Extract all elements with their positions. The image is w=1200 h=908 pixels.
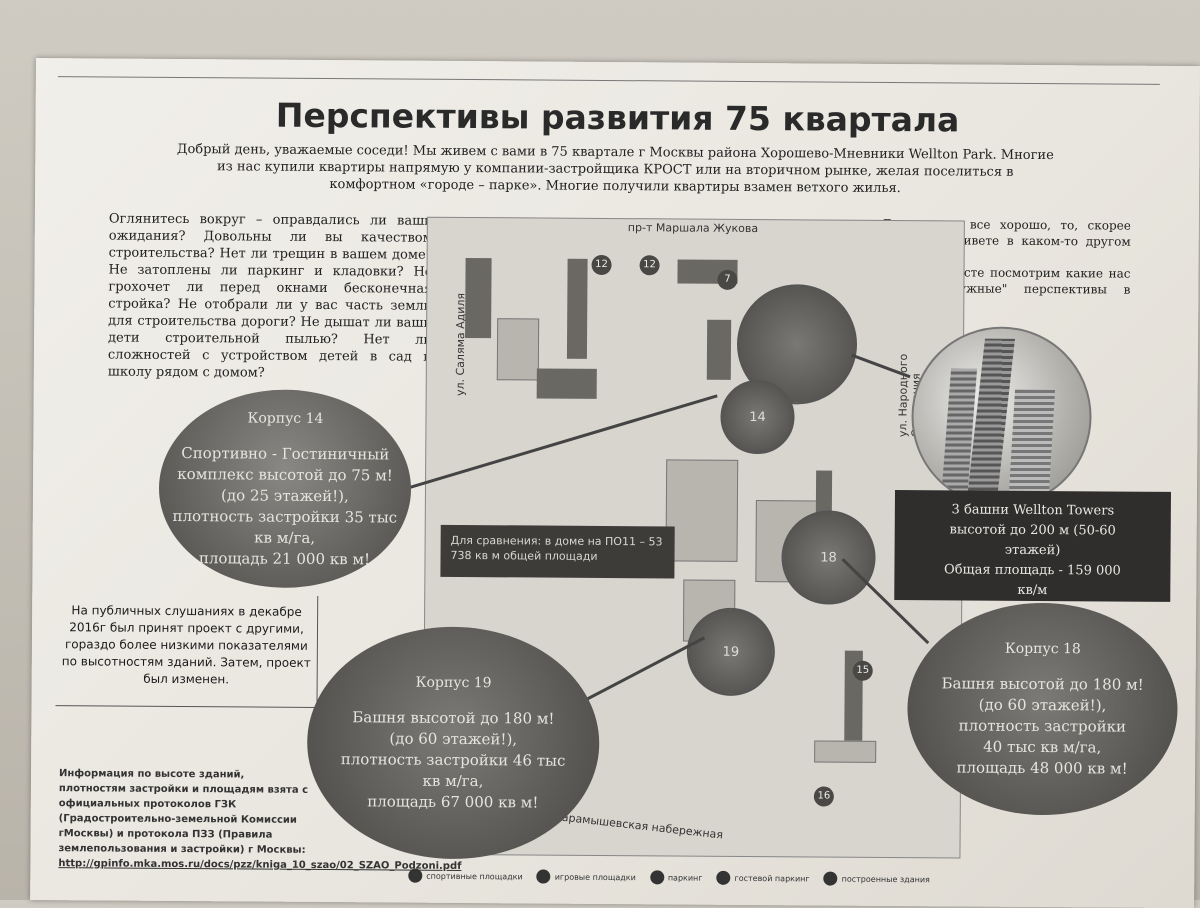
sports-icon <box>408 868 423 883</box>
tower-shape <box>1007 388 1056 508</box>
corpus-14-line: площадь 21 000 кв м! <box>198 548 371 568</box>
tower-shape <box>965 338 1015 508</box>
map-pin: 7 <box>717 269 738 290</box>
street-bottom-label: Карамышевская набережная <box>553 809 724 842</box>
building <box>496 318 540 381</box>
corpus-19-heading: Корпус 19 <box>415 674 492 692</box>
corpus-18-line: 40 тыс кв м/га, <box>983 737 1102 757</box>
corpus-18-line: площадь 48 000 кв м! <box>956 758 1128 778</box>
corpus-18-line: Башня высотой до 180 м! <box>941 674 1144 694</box>
legend-item: спортивные площадки <box>408 868 523 884</box>
corpus-18-heading: Корпус 18 <box>1004 640 1081 658</box>
corpus-18-line: плотность застройки <box>958 716 1127 736</box>
source-info: Информация по высоте зданий, плотностям … <box>58 766 462 873</box>
corpus-19-line: (до 60 этажей!), <box>389 729 518 749</box>
corpus-18-marker: 18 <box>781 510 876 605</box>
hearings-note: На публичных слушаниях в декабре 2016г б… <box>55 594 319 708</box>
corpus-19-line: плотность застройки 46 тыс <box>340 750 566 770</box>
building <box>566 258 588 359</box>
towers-line: этажей) <box>1004 542 1061 559</box>
building-icon <box>823 871 838 886</box>
page-title: Перспективы развития 75 квартала <box>275 95 960 140</box>
corpus-14-marker: 14 <box>720 379 795 455</box>
legend-label: игровые площадки <box>554 872 636 882</box>
towers-line: Общая площадь - 159 000 <box>944 562 1121 579</box>
building <box>536 368 597 399</box>
building <box>706 319 732 380</box>
corpus-14-line: Спортивно - Гостиничный <box>181 443 390 463</box>
legend-item: гостевой паркинг <box>716 870 810 886</box>
corpus-14-line: (до 25 этажей!), <box>221 485 349 505</box>
street-top-label: пр-т Маршала Жукова <box>627 221 759 236</box>
corpus-19-line: кв м/га, <box>422 771 484 791</box>
towers-line: кв/м <box>1017 582 1048 599</box>
building <box>465 258 492 339</box>
towers-info-box: 3 башни Wellton Towers высотой до 200 м … <box>894 490 1171 602</box>
corpus-18-callout: Корпус 18 Башня высотой до 180 м! (до 60… <box>906 602 1179 816</box>
source-text: Информация по высоте зданий, плотностям … <box>58 768 309 856</box>
legend-label: спортивные площадки <box>426 871 523 881</box>
legend-item: паркинг <box>649 870 703 885</box>
corpus-14-line: кв м/га, <box>254 528 316 547</box>
intro-paragraph: Добрый день, уважаемые соседи! Мы живем … <box>176 141 1054 197</box>
corpus-14-heading: Корпус 14 <box>247 409 324 427</box>
map-pin: 12 <box>639 255 660 276</box>
corpus-19-line: площадь 67 000 кв м! <box>367 792 539 812</box>
legend-item: игровые площадки <box>536 869 636 885</box>
legend-label: гостевой паркинг <box>734 873 810 883</box>
legend-label: построенные здания <box>841 874 930 884</box>
source-url[interactable]: http://gpinfo.mka.mos.ru/docs/pzz/kniga_… <box>58 858 462 872</box>
corpus-14-line: плотность застройки 35 тыс <box>172 506 398 527</box>
corpus-19-marker: 19 <box>686 607 776 697</box>
towers-line: высотой до 200 м (50-60 <box>949 522 1116 539</box>
map-legend: спортивные площадки игровые площадки пар… <box>408 868 968 887</box>
sports-field <box>665 459 739 562</box>
corpus-19-line: Башня высотой до 180 м! <box>352 708 555 728</box>
corpus-18-line: (до 60 этажей!), <box>978 695 1107 715</box>
legend-label: паркинг <box>667 872 703 883</box>
building <box>814 740 877 763</box>
corpus-14-line: комплекс высотой до 75 м! <box>177 464 393 485</box>
map-pin: 12 <box>591 254 612 276</box>
legend-item: построенные здания <box>823 871 930 887</box>
map-pin: 16 <box>813 786 834 807</box>
map-pin: 15 <box>852 660 873 681</box>
questions-paragraph: Оглянитесь вокруг – оправдались ли ваши … <box>107 211 433 381</box>
playground-icon <box>536 869 551 884</box>
flyer-sheet: Перспективы развития 75 квартала Добрый … <box>30 58 1200 908</box>
towers-line: 3 башни Wellton Towers <box>951 502 1115 519</box>
comparison-box: Для сравнения: в доме на ПО11 – 53 738 к… <box>440 524 675 579</box>
corpus-19-callout: Корпус 19 Башня высотой до 180 м! (до 60… <box>306 625 601 860</box>
towers-photo <box>910 326 1093 508</box>
corpus-14-callout: Корпус 14 Спортивно - Гостиничный компле… <box>158 388 412 589</box>
top-rule <box>57 76 1160 85</box>
guest-parking-icon <box>716 870 731 885</box>
parking-icon <box>649 870 664 885</box>
